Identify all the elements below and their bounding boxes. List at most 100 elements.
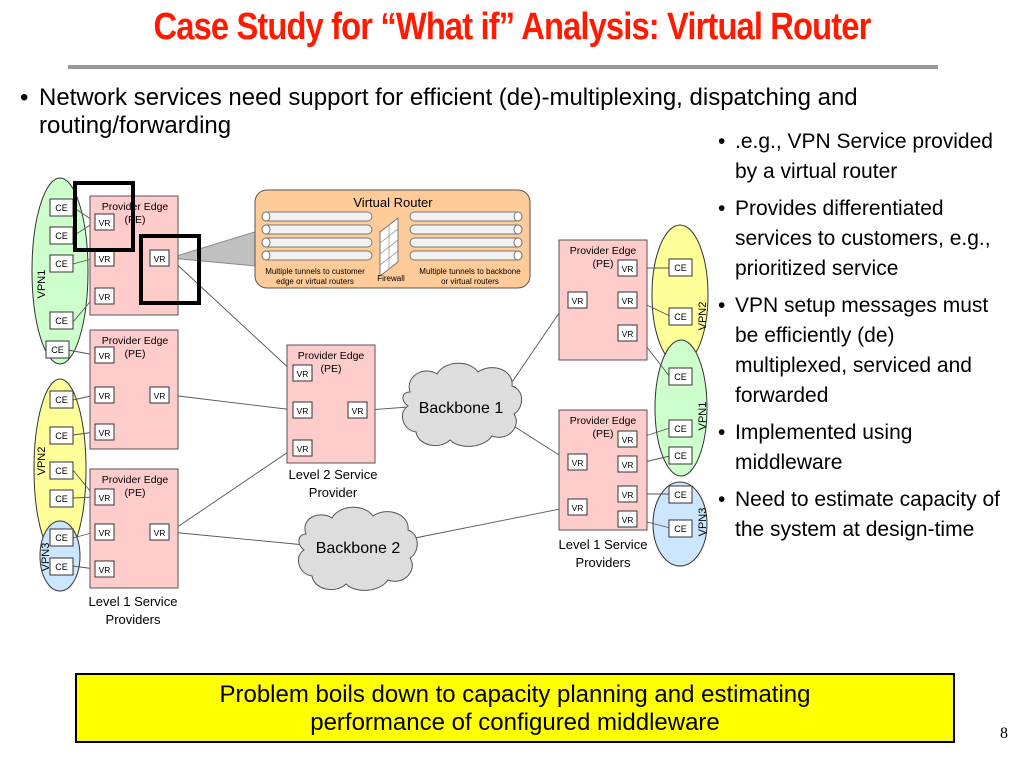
main-bullet: • Network services need support for effi… bbox=[20, 84, 980, 140]
vr-node: VR bbox=[617, 259, 638, 277]
bullet-glyph: • bbox=[718, 421, 726, 444]
ce-node: CE bbox=[49, 198, 74, 217]
svg-text:VR: VR bbox=[99, 351, 111, 361]
backbone2-label: Backbone 2 bbox=[316, 540, 401, 557]
svg-text:VR: VR bbox=[572, 458, 584, 468]
ce-node: CE bbox=[49, 311, 74, 330]
right-bullet-item: •Provides differentiated services to cus… bbox=[718, 194, 1010, 284]
svg-text:VR: VR bbox=[99, 493, 111, 503]
vpn3-label-left: VPN3 bbox=[40, 543, 52, 572]
vpn2-label-right: VPN2 bbox=[697, 302, 709, 331]
vr-node: VR bbox=[617, 455, 638, 473]
right-bullet-list: •.e.g., VPN Service provided by a virtua… bbox=[718, 127, 1010, 552]
vpn1-label-left: VPN1 bbox=[36, 270, 48, 299]
svg-text:VR: VR bbox=[622, 515, 634, 525]
ce-node: CE bbox=[49, 226, 74, 245]
svg-text:CE: CE bbox=[55, 395, 68, 405]
svg-text:VR: VR bbox=[622, 296, 634, 306]
pe-label-line2: (PE) bbox=[593, 258, 614, 270]
svg-text:CE: CE bbox=[55, 533, 68, 543]
right-bullet-text: Implemented using middleware bbox=[735, 421, 913, 474]
highlight-box-2 bbox=[139, 234, 201, 305]
svg-text:CE: CE bbox=[55, 494, 68, 504]
svg-text:VR: VR bbox=[297, 444, 309, 454]
main-bullet-text: Network services need support for effici… bbox=[39, 84, 858, 139]
callout-line-1: Problem boils down to capacity planning … bbox=[219, 681, 811, 708]
pe-label-line1: Provider Edge bbox=[102, 474, 169, 486]
tunnels-left bbox=[261, 211, 373, 261]
backbone1-label: Backbone 1 bbox=[419, 400, 504, 417]
svg-text:VR: VR bbox=[99, 528, 111, 538]
vr-node: VR bbox=[94, 346, 115, 364]
pe-label-line2: (PE) bbox=[321, 363, 342, 375]
vr-node: VR bbox=[617, 291, 638, 309]
level1-caption-right-line1: Level 1 Service bbox=[559, 537, 648, 552]
ce-node: CE bbox=[49, 426, 74, 445]
callout-line-2: performance of configured middleware bbox=[310, 709, 720, 736]
title-divider bbox=[68, 65, 938, 69]
ce-node: CE bbox=[49, 461, 74, 480]
vr-node: VR bbox=[567, 498, 588, 516]
ce-node: CE bbox=[668, 258, 693, 277]
right-bullet-item: •VPN setup messages must be efficiently … bbox=[718, 291, 1010, 411]
ce-node: CE bbox=[668, 307, 693, 326]
svg-text:CE: CE bbox=[55, 431, 68, 441]
bullet-glyph: • bbox=[718, 130, 726, 153]
svg-text:CE: CE bbox=[55, 231, 68, 241]
conclusion-callout: Problem boils down to capacity planning … bbox=[75, 673, 955, 743]
ce-node: CE bbox=[49, 254, 74, 273]
ce-node: CE bbox=[49, 390, 74, 409]
vr-node: VR bbox=[617, 485, 638, 503]
ce-node: CE bbox=[668, 485, 693, 504]
backbone2-cloud: Backbone 2 bbox=[297, 506, 418, 591]
pe-label-line1: Provider Edge bbox=[102, 201, 169, 213]
vr-node: VR bbox=[292, 401, 313, 419]
svg-text:VR: VR bbox=[99, 428, 111, 438]
tunnels-right bbox=[409, 211, 523, 261]
vr-node: VR bbox=[149, 523, 170, 541]
ce-node: CE bbox=[668, 519, 693, 538]
svg-text:CE: CE bbox=[674, 263, 687, 273]
level2-caption-line2: Provider bbox=[309, 485, 358, 500]
svg-text:VR: VR bbox=[622, 460, 634, 470]
vr-node: VR bbox=[292, 364, 313, 382]
level2-caption-line1: Level 2 Service bbox=[289, 467, 378, 482]
firewall-label: Firewall bbox=[377, 274, 405, 283]
ce-node: CE bbox=[45, 340, 70, 359]
ce-node: CE bbox=[49, 528, 74, 547]
pe-label-line1: Provider Edge bbox=[570, 415, 637, 427]
pe-label-line2: (PE) bbox=[593, 428, 614, 440]
vr-node: VR bbox=[617, 324, 638, 342]
svg-text:VR: VR bbox=[154, 391, 166, 401]
svg-text:CE: CE bbox=[674, 490, 687, 500]
svg-text:VR: VR bbox=[352, 406, 364, 416]
bullet-glyph: • bbox=[718, 294, 726, 317]
ce-node: CE bbox=[668, 446, 693, 465]
vr-node: VR bbox=[94, 523, 115, 541]
tunnels-backbone-line2: or virtual routers bbox=[441, 277, 499, 286]
pe-label-line2: (PE) bbox=[125, 348, 146, 360]
svg-text:VR: VR bbox=[297, 406, 309, 416]
vr-node: VR bbox=[94, 287, 115, 305]
bullet-glyph: • bbox=[20, 84, 29, 111]
ce-node: CE bbox=[668, 419, 693, 438]
backbone1-cloud: Backbone 1 bbox=[401, 362, 523, 447]
svg-text:CE: CE bbox=[51, 345, 64, 355]
vr-node: VR bbox=[292, 439, 313, 457]
vr-node: VR bbox=[94, 423, 115, 441]
firewall-wall bbox=[379, 216, 399, 278]
svg-text:VR: VR bbox=[622, 329, 634, 339]
vr-node: VR bbox=[94, 560, 115, 578]
svg-text:VR: VR bbox=[99, 391, 111, 401]
pe-label-line1: Provider Edge bbox=[298, 350, 365, 362]
pe-label-line1: Provider Edge bbox=[102, 335, 169, 347]
svg-text:VR: VR bbox=[99, 565, 111, 575]
vpn3-label-right: VPN3 bbox=[697, 508, 709, 537]
pe-label-line2: (PE) bbox=[125, 487, 146, 499]
svg-text:CE: CE bbox=[674, 451, 687, 461]
vr-node: VR bbox=[94, 249, 115, 267]
svg-text:VR: VR bbox=[99, 292, 111, 302]
vr-node: VR bbox=[567, 291, 588, 309]
svg-text:VR: VR bbox=[622, 264, 634, 274]
